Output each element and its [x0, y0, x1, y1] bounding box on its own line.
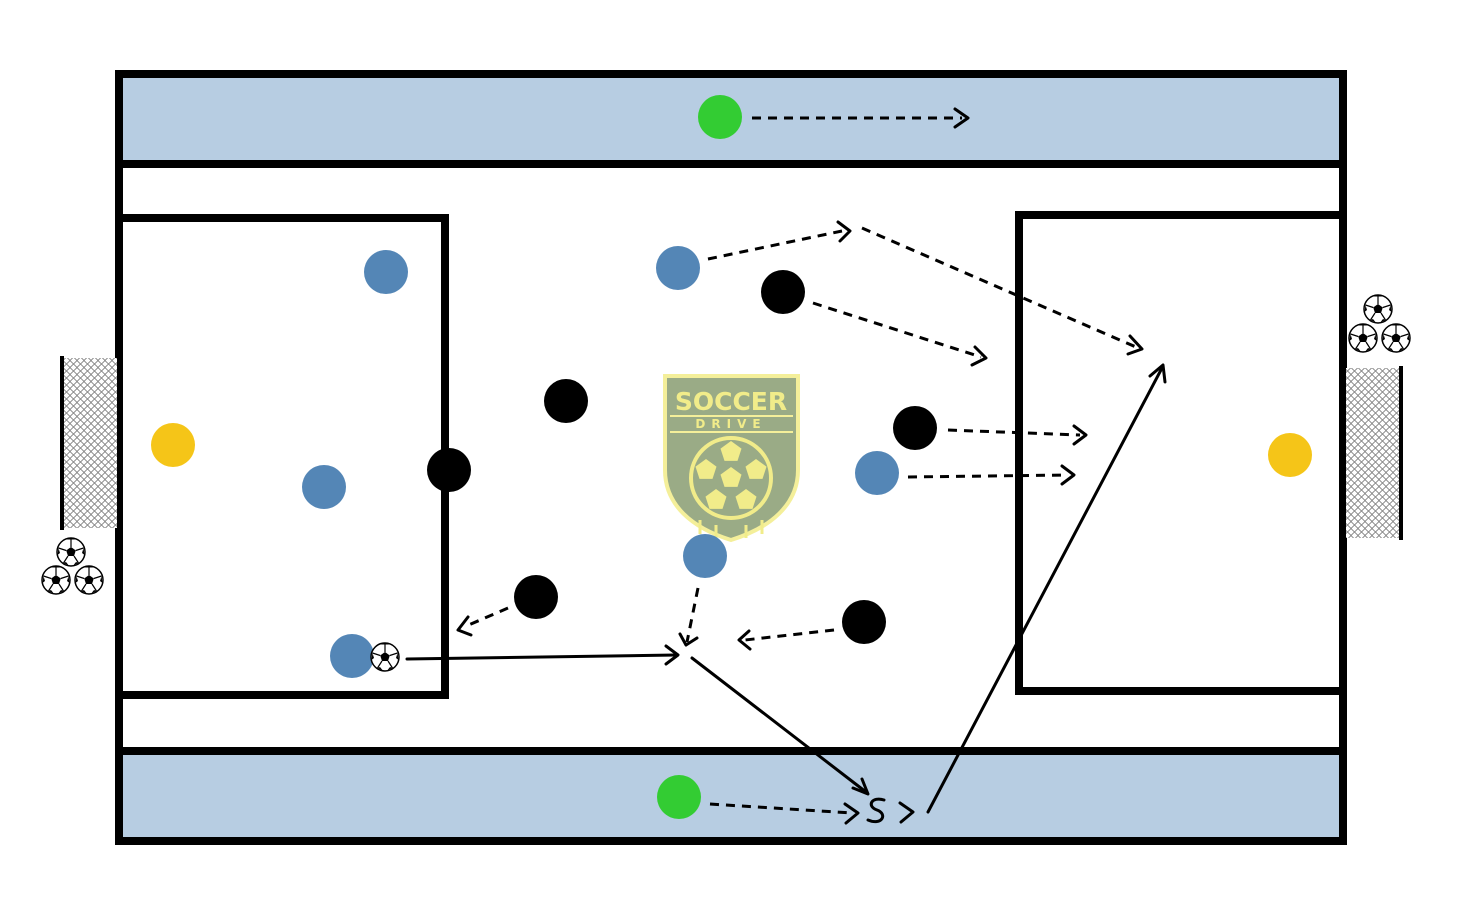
- arrow-head: [678, 632, 699, 647]
- pitch: [115, 70, 1347, 845]
- goal-net: [1346, 368, 1402, 538]
- ball-stack-left: [41, 537, 104, 595]
- blue-player: [330, 634, 374, 678]
- arrow-head: [737, 629, 752, 651]
- arrow-head: [456, 615, 473, 637]
- run-line: [812, 301, 982, 359]
- soccer-ball-icon: [1363, 294, 1393, 324]
- run-line: [709, 802, 853, 815]
- right-goal: [1346, 366, 1403, 540]
- logo-ball-icon: [689, 436, 773, 520]
- pass-line: [690, 656, 868, 794]
- arrow-head: [1148, 363, 1167, 384]
- goal-net: [61, 358, 117, 528]
- logo-line-1: SOCCER: [675, 387, 787, 416]
- black-player: [544, 379, 588, 423]
- pass-lines: [405, 363, 1167, 814]
- arrow-head: [970, 345, 988, 367]
- bottom-wide-channel: [115, 747, 1347, 845]
- goalkeeper-right: [1268, 433, 1312, 477]
- soccer-ball-icon: [1381, 323, 1411, 353]
- neutral-wide-players: [657, 95, 742, 819]
- soccer-ball-icon: [41, 565, 71, 595]
- blue-player: [656, 246, 700, 290]
- arrow-head: [843, 802, 860, 825]
- black-team: [427, 270, 937, 644]
- goalkeepers: [151, 423, 1312, 477]
- run-line: [947, 428, 1081, 437]
- ball-stack-right: [1348, 294, 1411, 353]
- soccer-drive-logo: SOCCER DRIVE: [663, 374, 800, 543]
- black-player: [427, 448, 471, 492]
- black-player: [761, 270, 805, 314]
- run-line: [707, 229, 843, 261]
- soccer-ball-icon: [1348, 323, 1378, 353]
- arrow-head: [664, 644, 680, 666]
- blue-player: [302, 465, 346, 509]
- arrow-heads: [456, 107, 1144, 825]
- blue-team: [302, 246, 899, 678]
- logo-line-2: DRIVE: [695, 417, 766, 431]
- right-penalty-area: [1015, 211, 1347, 695]
- blue-player: [364, 250, 408, 294]
- black-player: [842, 600, 886, 644]
- black-player: [893, 406, 937, 450]
- neutral-wide-player: [657, 775, 701, 819]
- black-player: [514, 575, 558, 619]
- left-goal: [60, 356, 117, 530]
- arrow-head: [836, 220, 852, 243]
- arrow-head: [1072, 424, 1088, 446]
- run-line: [861, 226, 1137, 349]
- soccer-ball-icon: [74, 565, 104, 595]
- run-line: [463, 606, 509, 629]
- dribble-squiggle-icon: [866, 797, 915, 824]
- arrow-head: [1060, 464, 1076, 486]
- blue-player: [855, 451, 899, 495]
- dashed-runs: [463, 116, 1137, 815]
- arrow-head: [953, 107, 970, 129]
- neutral-wide-player: [698, 95, 742, 139]
- goalkeeper-left: [151, 423, 195, 467]
- soccer-ball-icon: [56, 537, 86, 567]
- arrow-head: [851, 777, 870, 796]
- run-line: [907, 473, 1069, 479]
- blue-player: [683, 534, 727, 578]
- soccer-ball-icon: [370, 642, 400, 672]
- pass-line: [405, 653, 678, 661]
- pass-line: [926, 366, 1164, 814]
- arrow-head: [1126, 334, 1144, 356]
